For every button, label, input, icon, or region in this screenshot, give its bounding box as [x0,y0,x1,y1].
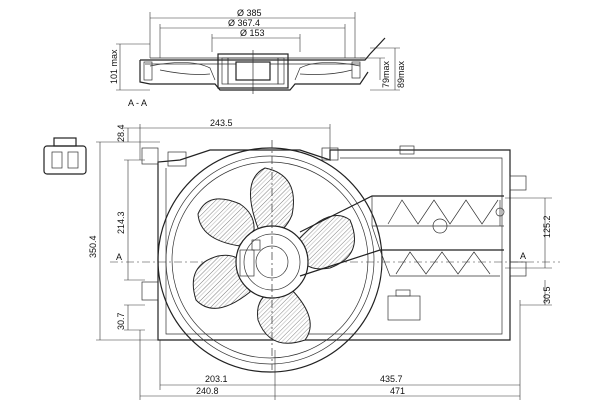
dim-height-79: 79max [381,60,391,88]
support-struts [299,195,505,321]
motor-section [217,50,289,94]
connector-symbol [43,137,87,175]
dim-height-30-left: 30.7 [116,312,126,330]
fan-blades [192,167,355,344]
dim-width-203: 203.1 [205,374,228,384]
fan-hub [235,140,309,370]
dim-height-101: 101 max [109,49,119,84]
dim-diameter-367: Ø 367.4 [228,18,260,28]
top-dimension-lines [116,12,400,91]
dim-height-89: 89max [396,60,406,88]
front-view: 243.5 28.4 350.4 214.3 30.7 125.2 30.5 2… [88,118,560,400]
dim-width-471: 471 [390,386,405,396]
top-section-view: Ø 385 Ø 367.4 Ø 153 101 max 79max 89max [109,8,406,108]
dim-width-435: 435.7 [380,374,403,384]
section-marker-right: A [520,251,526,261]
section-marker-left: A [116,252,122,262]
dim-width-240: 240.8 [196,386,219,396]
dim-height-28: 28.4 [116,124,126,142]
dim-height-350: 350.4 [88,235,98,258]
fan-frame [141,145,527,341]
section-label-a-a: A - A [128,98,147,108]
dim-height-30-right: 30.5 [542,286,552,304]
front-dimension-lines [96,124,560,400]
dim-height-125: 125.2 [542,215,552,238]
dim-width-243: 243.5 [210,118,233,128]
fan-ring [157,147,383,373]
dim-diameter-385: Ø 385 [237,8,262,18]
dim-diameter-153: Ø 153 [240,28,265,38]
dim-height-214: 214.3 [116,211,126,234]
